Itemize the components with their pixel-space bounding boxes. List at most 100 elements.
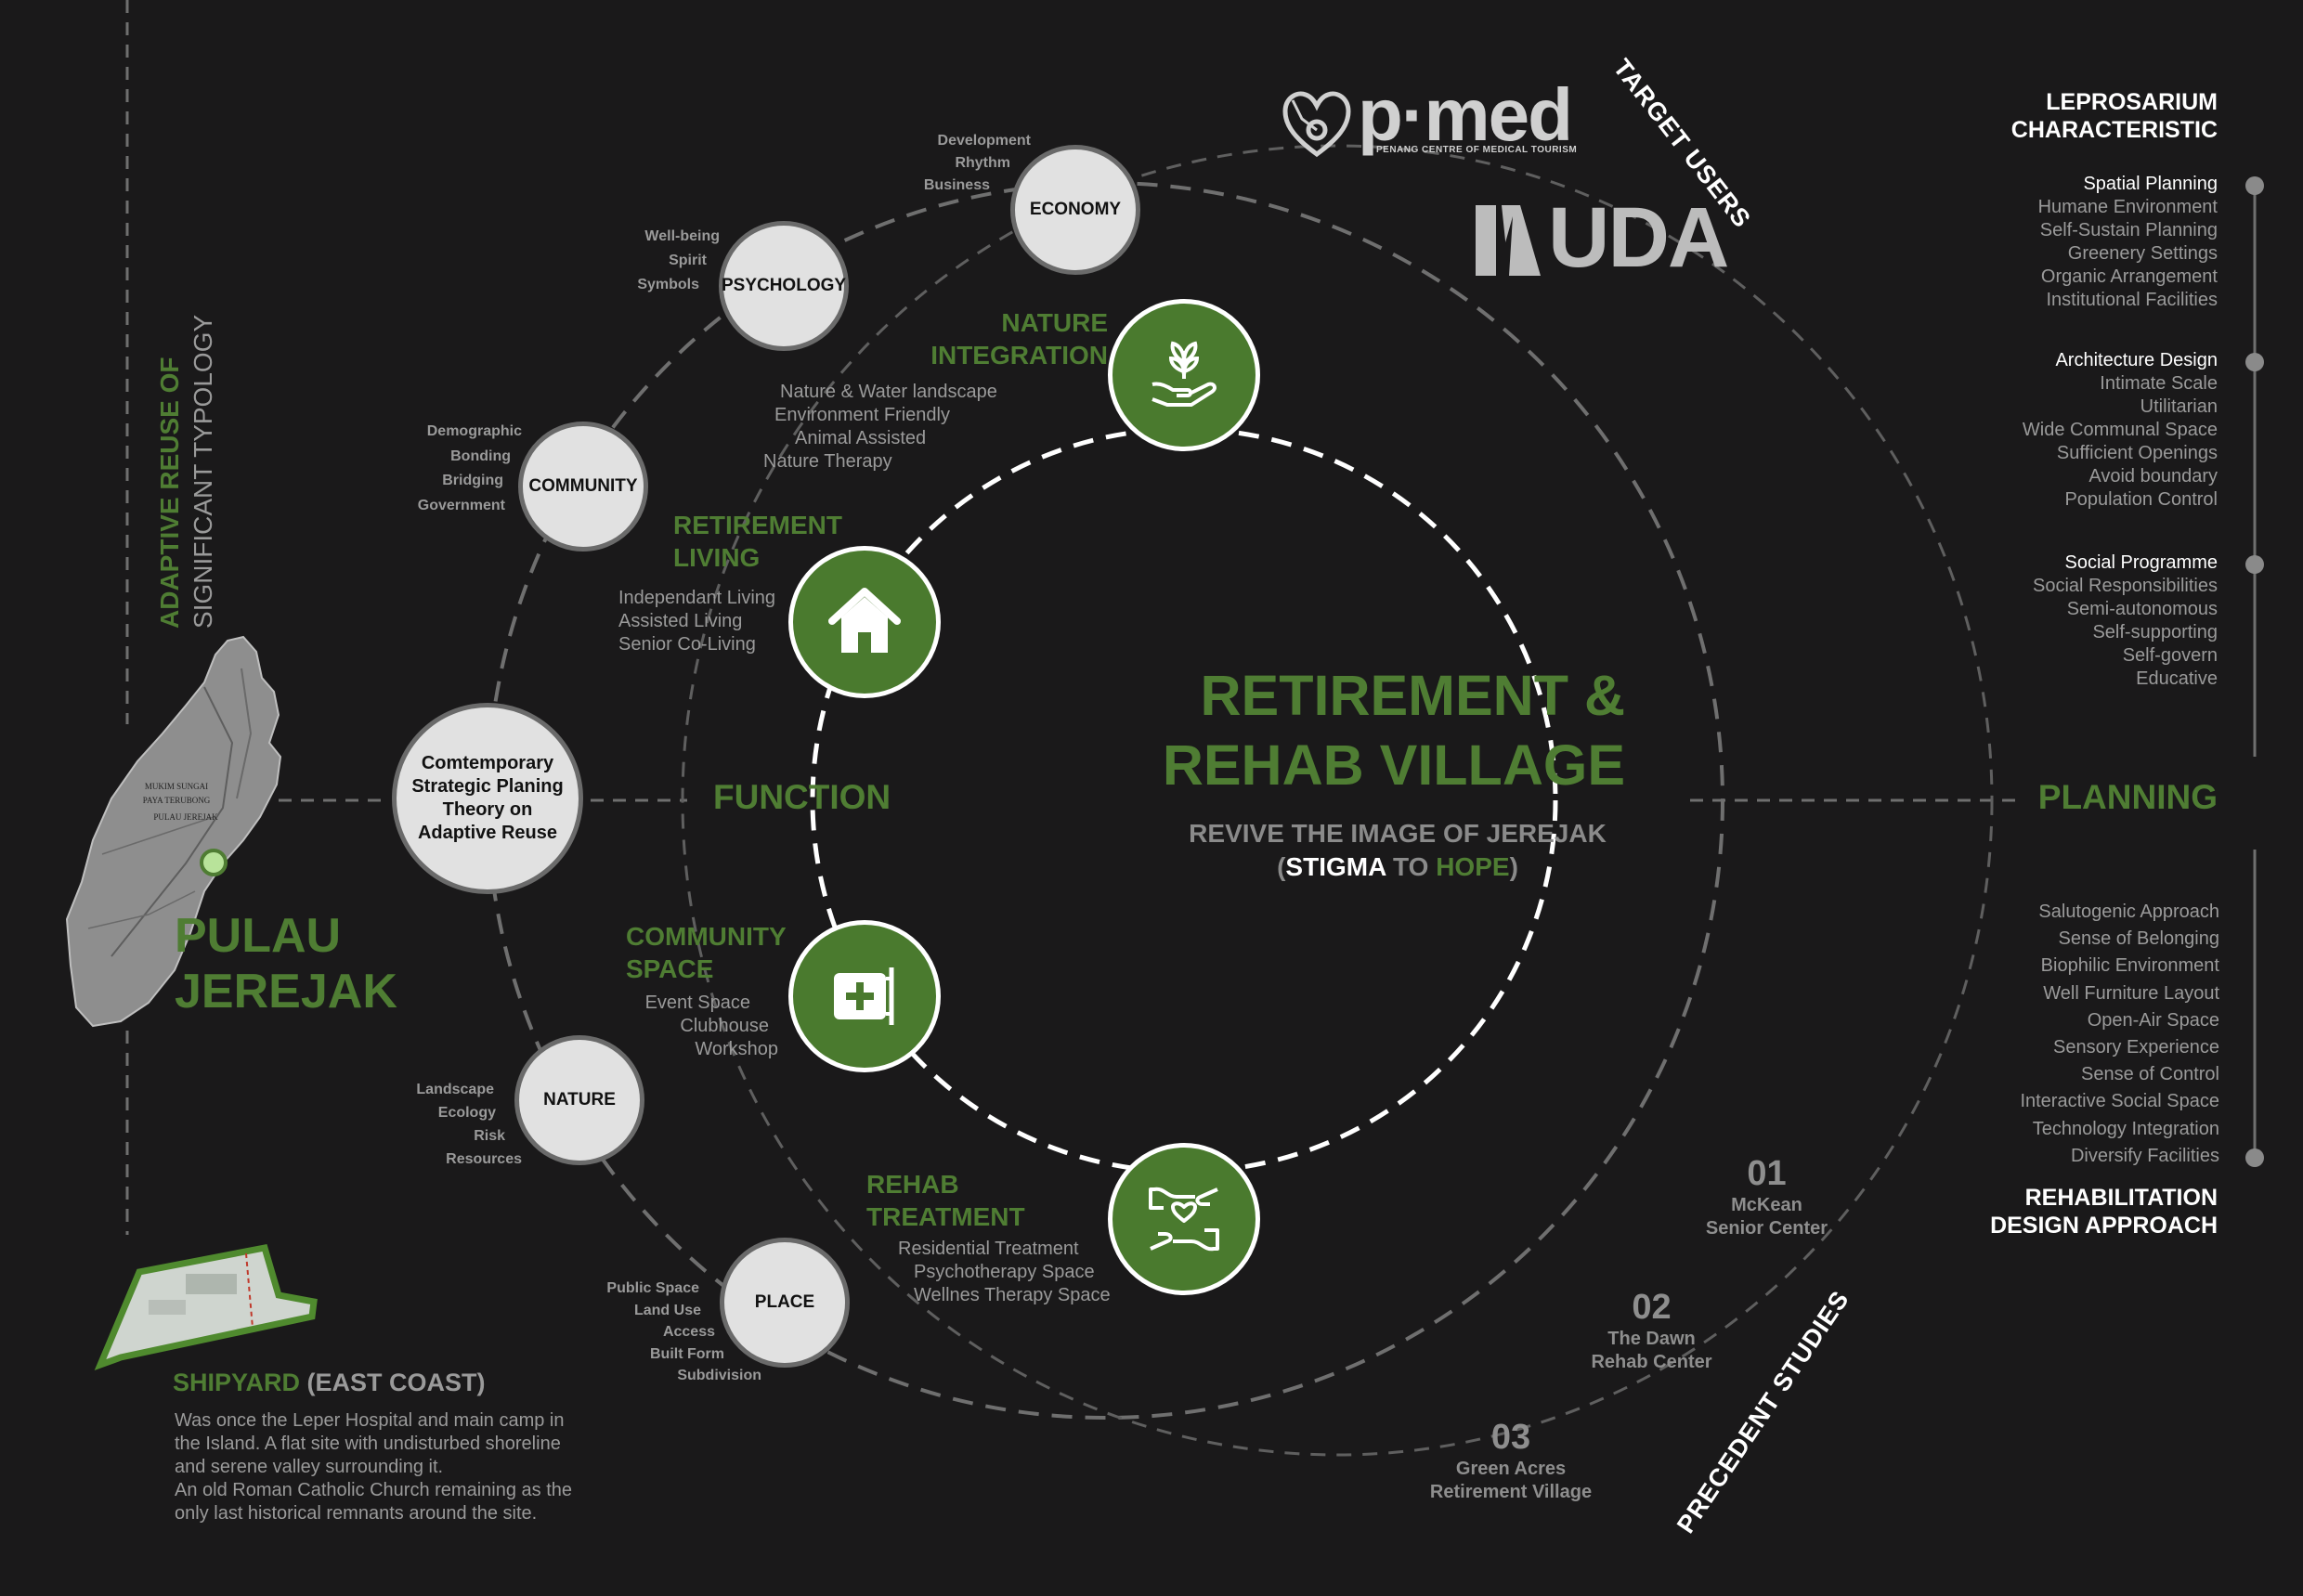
nature-node: NATURE bbox=[514, 1035, 644, 1165]
group-item: Self-govern bbox=[2122, 645, 2218, 666]
shipyard-title-suffix-text: (EAST COAST) bbox=[300, 1369, 486, 1396]
nature-keywords: Landscape Ecology Risk Resources bbox=[390, 1078, 522, 1171]
approach-item: Sense of Belonging bbox=[2058, 928, 2219, 950]
shipyard-desc-line: An old Roman Catholic Church remaining a… bbox=[175, 1480, 572, 1500]
rehab-treatment-node bbox=[1108, 1143, 1260, 1295]
shipyard-desc-line: and serene valley surrounding it. bbox=[175, 1457, 444, 1477]
function-item: Psychotherapy Space bbox=[914, 1262, 1095, 1282]
keyword: Access bbox=[662, 1324, 715, 1340]
subtitle-to: TO bbox=[1386, 852, 1437, 881]
economy-node: ECONOMY bbox=[1010, 145, 1140, 275]
function-item: Assisted Living bbox=[618, 611, 743, 631]
shipyard-description: Was once the Leper Hospital and main cam… bbox=[175, 1409, 572, 1525]
pmed-logo-text: p·med bbox=[1358, 73, 1573, 156]
function-item: Environment Friendly bbox=[774, 405, 950, 425]
keyword: Landscape bbox=[416, 1082, 494, 1097]
center-title-line2: REHAB VILLAGE bbox=[1162, 733, 1625, 797]
function-item: Residential Treatment bbox=[898, 1239, 1079, 1259]
shipyard-title-main: SHIPYARD bbox=[173, 1369, 301, 1396]
precedent-name: McKean bbox=[1731, 1195, 1802, 1215]
precedent-number: 01 bbox=[1747, 1154, 1787, 1193]
community-space-node bbox=[788, 920, 941, 1072]
group-heading: Architecture Design bbox=[2055, 350, 2218, 370]
center-title: RETIREMENT & REHAB VILLAGE bbox=[1096, 661, 1625, 800]
function-item: Nature & Water landscape bbox=[780, 382, 997, 402]
spatial-planning-group: Spatial Planning Humane Environment Self… bbox=[1950, 173, 2218, 312]
center-subtitle: REVIVE THE IMAGE OF JEREJAK (STIGMA TO H… bbox=[1152, 817, 1644, 884]
uda-mark-icon bbox=[1476, 205, 1541, 276]
function-title-line: TREATMENT bbox=[866, 1202, 1025, 1231]
planning-label: PLANNING bbox=[2037, 778, 2218, 816]
group-item: Avoid boundary bbox=[2088, 466, 2218, 487]
precedent-number: 02 bbox=[1632, 1288, 1672, 1327]
community-space-title: COMMUNITY SPACE bbox=[626, 920, 787, 985]
group-item: Population Control bbox=[2064, 489, 2218, 510]
function-item: Event Space bbox=[644, 993, 750, 1013]
function-title-line: LIVING bbox=[673, 543, 761, 572]
keyword: Subdivision bbox=[677, 1368, 761, 1383]
group-heading: Spatial Planning bbox=[2083, 174, 2218, 194]
function-title-line: INTEGRATION bbox=[930, 341, 1108, 370]
group-item: Intimate Scale bbox=[2100, 373, 2218, 394]
pmed-tagline: PENANG CENTRE OF MEDICAL TOURISM bbox=[1376, 145, 1578, 155]
heart-hands-icon bbox=[1149, 1187, 1219, 1252]
rehab-approach-title-line1: REHABILITATION bbox=[2024, 1185, 2218, 1211]
place-keywords: Public Space Land Use Access Built Form … bbox=[576, 1278, 761, 1387]
nature-integration-items: Nature & Water landscape Environment Fri… bbox=[763, 381, 997, 474]
center-subtitle-line2: (STIGMA TO HOPE) bbox=[1152, 850, 1644, 884]
nature-integration-title: NATURE INTEGRATION bbox=[836, 306, 1108, 371]
function-title-line: SPACE bbox=[626, 954, 714, 983]
keyword: Built Form bbox=[650, 1345, 724, 1362]
precedent-item-02: 02 The Dawn Rehab Center bbox=[1556, 1287, 1747, 1374]
sign-plus-icon bbox=[834, 967, 894, 1025]
function-item: Animal Assisted bbox=[795, 428, 927, 448]
group-item: Self-Sustain Planning bbox=[2039, 220, 2218, 240]
keyword: Demographic bbox=[426, 423, 522, 439]
subtitle-paren-close: ) bbox=[1509, 852, 1518, 881]
group-item: Sufficient Openings bbox=[2056, 443, 2218, 463]
approach-item: Open-Air Space bbox=[2087, 1009, 2219, 1031]
keyword: Business bbox=[923, 177, 990, 193]
precedent-number: 03 bbox=[1490, 1418, 1531, 1457]
stethoscope-heart-icon bbox=[1282, 91, 1351, 158]
approach-item: Sense of Control bbox=[2081, 1064, 2219, 1085]
uda-logo-text: UDA bbox=[1548, 190, 1729, 285]
group-item: Social Responsibilities bbox=[2033, 576, 2218, 596]
keyword: Well-being bbox=[644, 228, 720, 244]
rehab-treatment-items: Residential Treatment Psychotherapy Spac… bbox=[898, 1238, 1111, 1307]
retirement-living-items: Independant Living Assisted Living Senio… bbox=[618, 587, 775, 656]
function-item: Wellnes Therapy Space bbox=[914, 1285, 1111, 1305]
approach-item: Technology Integration bbox=[2032, 1118, 2219, 1139]
subtitle-hope: HOPE bbox=[1436, 852, 1510, 881]
precedent-item-01: 01 McKean Senior Center bbox=[1672, 1153, 1862, 1240]
shipyard-desc-line: only last historical remnants around the… bbox=[175, 1503, 538, 1524]
function-title-line: NATURE bbox=[1001, 308, 1108, 337]
vertical-title-line2-text: SIGNIFICANT TYPOLOGY bbox=[189, 314, 217, 629]
group-item: Organic Arrangement bbox=[2040, 266, 2218, 287]
precedent-name: The Dawn bbox=[1607, 1329, 1696, 1349]
community-space-items: Event Space Clubhouse Workshop bbox=[594, 992, 778, 1061]
function-title-line: COMMUNITY bbox=[626, 922, 787, 951]
group-item: Utilitarian bbox=[2140, 396, 2218, 417]
keyword: Risk bbox=[474, 1128, 505, 1144]
function-label: FUNCTION bbox=[713, 778, 891, 816]
keyword: Development bbox=[937, 133, 1031, 149]
group-item: Greenery Settings bbox=[2067, 243, 2218, 264]
approach-item: Biophilic Environment bbox=[2040, 955, 2219, 977]
leprosarium-title-line1: LEPROSARIUM bbox=[2046, 89, 2218, 115]
economy-node-label: ECONOMY bbox=[1029, 200, 1122, 219]
keyword: Ecology bbox=[437, 1105, 496, 1121]
place-node-label: PLACE bbox=[754, 1292, 815, 1312]
architecture-design-group: Architecture Design Intimate Scale Utili… bbox=[1950, 349, 2218, 512]
precedent-name: Green Acres bbox=[1455, 1459, 1567, 1479]
nature-integration-node bbox=[1108, 299, 1260, 451]
shipyard-desc-line: the Island. A flat site with undisturbed… bbox=[175, 1434, 561, 1454]
map-label-2: PAYA TERUBONG bbox=[143, 796, 211, 805]
vertical-title-line1-text: ADAPTIVE REUSE OF bbox=[155, 357, 184, 629]
precedent-item-03: 03 Green Acres Retirement Village bbox=[1413, 1417, 1608, 1504]
approach-item: Interactive Social Space bbox=[2020, 1091, 2219, 1112]
theory-line: Adaptive Reuse bbox=[417, 823, 558, 843]
